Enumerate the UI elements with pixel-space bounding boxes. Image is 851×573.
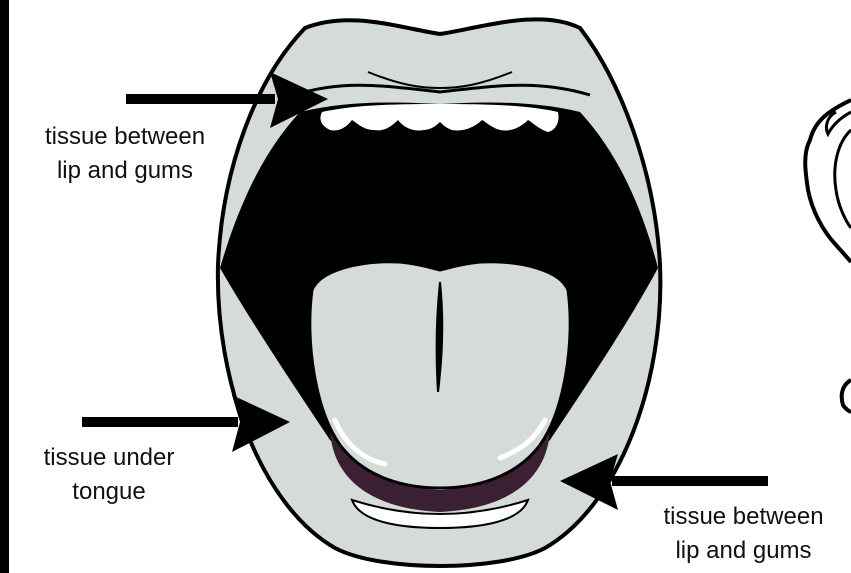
decorative-swirl-inner (835, 130, 851, 228)
label-lower-lip-gums: tissue between lip and gums (636, 500, 851, 568)
decorative-swirl-curl (826, 112, 851, 134)
label-under-tongue-line2: tongue (14, 475, 204, 509)
decorative-small-arc (842, 380, 851, 412)
label-under-tongue-line1: tissue under (14, 441, 204, 475)
label-lower-line2: lip and gums (636, 534, 851, 568)
label-upper-line2: lip and gums (10, 154, 240, 188)
label-lower-line1: tissue between (636, 500, 851, 534)
label-upper-line1: tissue between (10, 120, 240, 154)
label-upper-lip-gums: tissue between lip and gums (10, 120, 240, 188)
label-under-tongue: tissue under tongue (14, 441, 204, 509)
